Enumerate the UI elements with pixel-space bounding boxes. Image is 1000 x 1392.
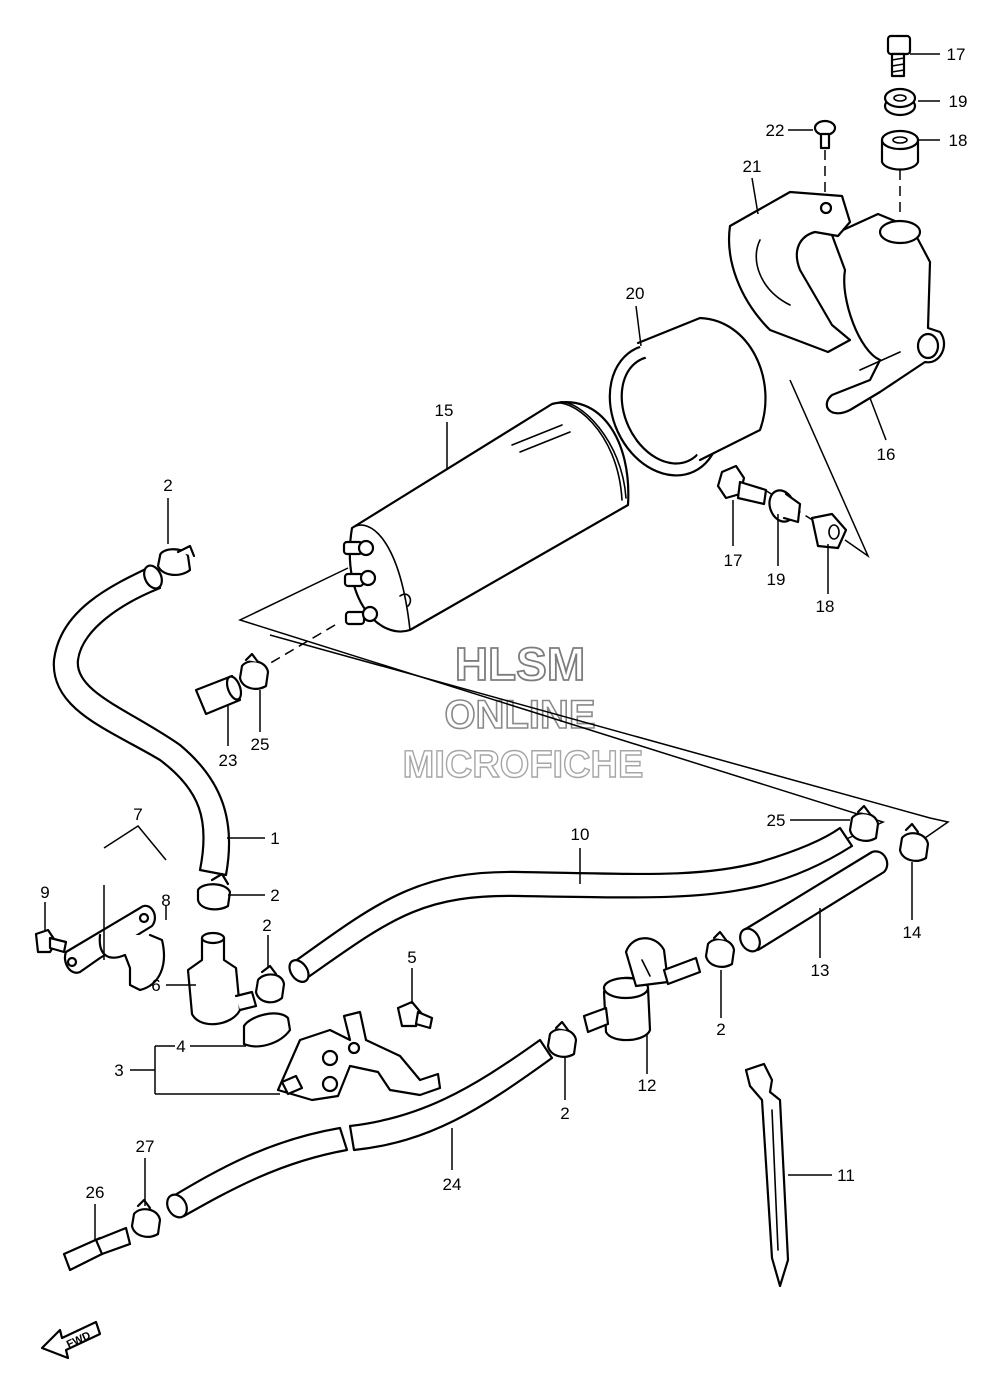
clamp-part-8[interactable] [63, 904, 166, 992]
callout-18-top: 18 [949, 131, 968, 150]
callout-2-center: 2 [560, 1104, 569, 1123]
clip-part-4[interactable] [242, 1012, 292, 1048]
hose-clamp-2-top[interactable] [156, 544, 196, 576]
callout-5: 5 [407, 948, 416, 967]
callout-19-top: 19 [949, 92, 968, 111]
callout-12: 12 [638, 1076, 657, 1095]
bracket-part-3[interactable] [276, 1010, 442, 1102]
hose-clamp-27[interactable] [130, 1198, 162, 1238]
bolt-part-17-top[interactable] [886, 34, 912, 78]
bracket-clamp-part-21[interactable] [728, 190, 852, 354]
screw-part-22[interactable] [813, 119, 837, 150]
callout-6: 6 [151, 976, 160, 995]
callout-15: 15 [435, 401, 454, 420]
watermark-line-2: ONLINE [444, 693, 595, 737]
callout-18-side: 18 [816, 597, 835, 616]
leader-lines [44, 53, 940, 1240]
callout-13: 13 [811, 961, 830, 980]
callout-22: 22 [766, 121, 785, 140]
callout-2-right: 2 [716, 1020, 725, 1039]
hose-part-10[interactable] [286, 826, 854, 985]
callout-14: 14 [903, 923, 922, 942]
washer-part-19-side[interactable] [765, 487, 802, 525]
callout-1: 1 [270, 829, 279, 848]
watermark: HLSM ONLINE MICROFICHE [402, 637, 644, 787]
bolt-part-17-side[interactable] [716, 464, 768, 506]
fitting-part-26[interactable] [62, 1226, 132, 1272]
watermark-line-1: HLSM [455, 638, 585, 690]
valve-part-6[interactable] [186, 931, 258, 1026]
callout-16: 16 [877, 445, 896, 464]
fuel-filter-part-15[interactable] [342, 401, 630, 633]
pump-part-12[interactable] [582, 937, 702, 1042]
grommet-part-18-side[interactable] [810, 512, 848, 550]
callout-17-top: 17 [947, 45, 966, 64]
washer-part-19-top[interactable] [883, 87, 917, 117]
filter-bracket-part-16[interactable] [825, 212, 946, 415]
callout-3: 3 [114, 1061, 123, 1080]
callout-27: 27 [136, 1137, 155, 1156]
callout-24: 24 [443, 1175, 462, 1194]
callout-labels: 1 2 2 2 2 2 3 4 5 6 7 8 9 10 11 12 13 14… [40, 45, 967, 1202]
cap-part-23[interactable] [194, 674, 244, 716]
callout-2-mid: 2 [270, 886, 279, 905]
fwd-arrow-icon: FWD [40, 1320, 102, 1360]
hose-part-13[interactable] [736, 850, 889, 955]
fwd-label: FWD [65, 1330, 93, 1351]
callout-19-side: 19 [767, 570, 786, 589]
hose-clamp-25-right[interactable] [848, 804, 880, 842]
callout-2-top: 2 [163, 476, 172, 495]
grommet-ring-part-20[interactable] [589, 316, 767, 494]
callout-26: 26 [86, 1183, 105, 1202]
hose-clamp-2-mid[interactable] [196, 872, 232, 911]
callout-11: 11 [837, 1166, 855, 1185]
hose-clamp-2-center[interactable] [546, 1020, 578, 1058]
cable-tie-part-11[interactable] [744, 1062, 790, 1288]
callout-21: 21 [743, 157, 762, 176]
grommet-part-18-top[interactable] [880, 129, 920, 171]
hose-part-1[interactable] [52, 563, 231, 877]
callout-10: 10 [571, 825, 590, 844]
callout-8: 8 [161, 891, 170, 910]
callout-23: 23 [219, 751, 238, 770]
callout-17-side: 17 [724, 551, 743, 570]
hose-part-24[interactable] [163, 1038, 554, 1221]
callout-25-left: 25 [251, 735, 270, 754]
hose-clamp-25-left[interactable] [238, 652, 270, 690]
hose-clamp-2-right[interactable] [704, 930, 736, 968]
callout-9: 9 [40, 883, 49, 902]
callout-20: 20 [626, 284, 645, 303]
watermark-line-3: MICROFICHE [403, 744, 644, 786]
callout-7: 7 [133, 805, 142, 824]
bolt-part-9[interactable] [34, 928, 68, 954]
bolt-part-5[interactable] [396, 1000, 434, 1030]
callout-4: 4 [176, 1037, 185, 1056]
hose-clamp-14[interactable] [898, 822, 930, 862]
callout-2-left: 2 [262, 916, 271, 935]
hose-clamp-2-left[interactable] [254, 964, 286, 1004]
callout-25-right: 25 [767, 811, 786, 830]
